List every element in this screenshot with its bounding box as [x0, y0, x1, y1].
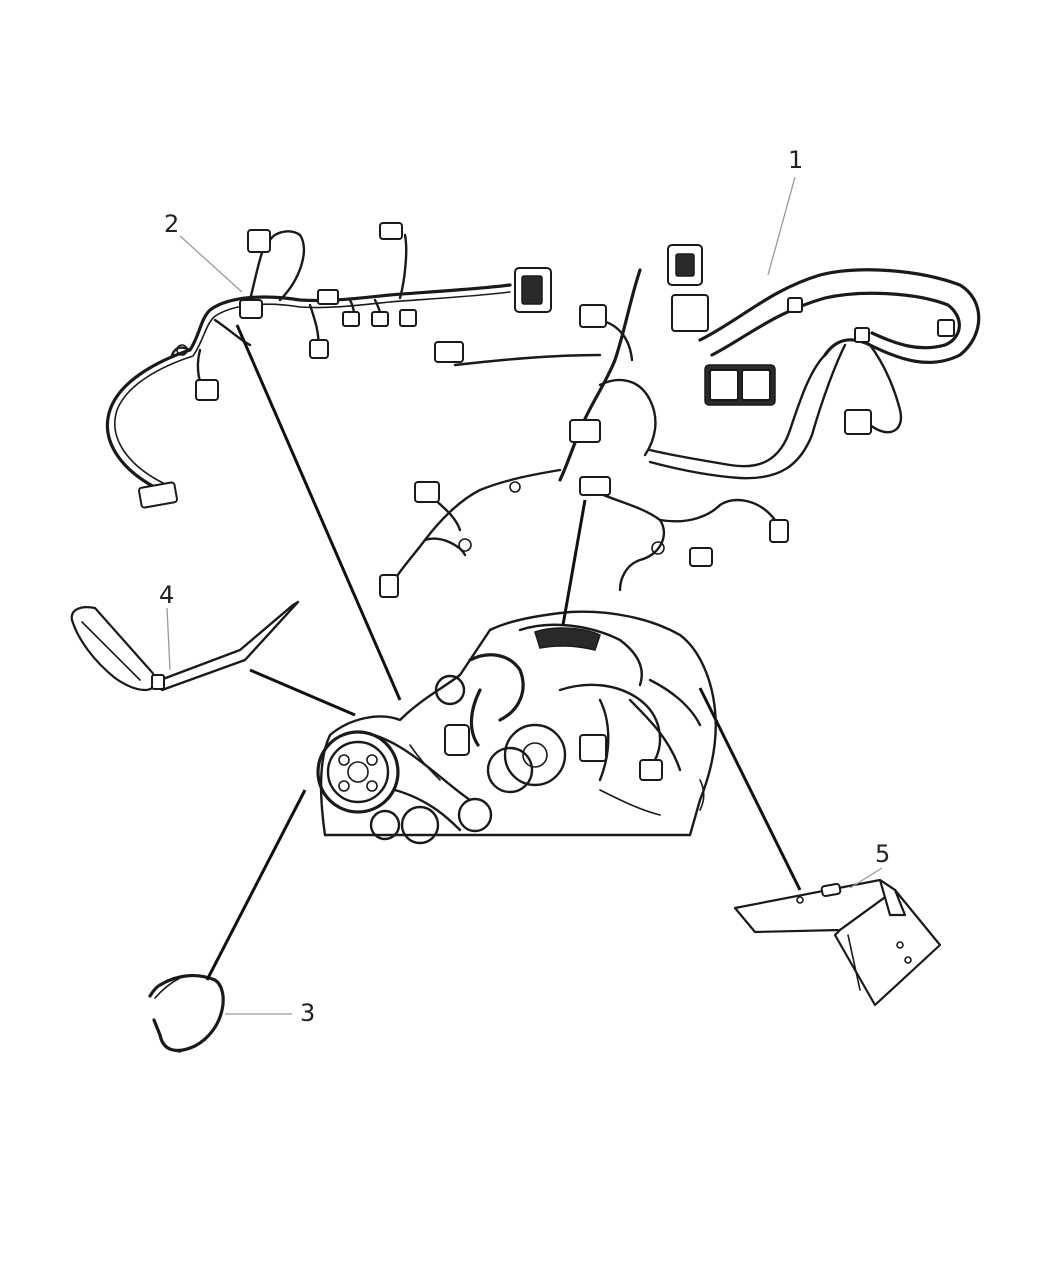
leader-lines	[166, 176, 883, 1015]
callout-1: 1	[788, 146, 804, 174]
engine-assembly-icon	[316, 610, 717, 845]
retaining-ring-icon[interactable]	[148, 974, 225, 1053]
engine-wiring-harness-icon[interactable]	[379, 244, 981, 598]
mounting-bracket-icon[interactable]	[733, 878, 942, 1007]
battery-strap-icon[interactable]	[70, 600, 300, 692]
left-wiring-harness-icon[interactable]	[105, 222, 552, 509]
callout-3: 3	[300, 999, 316, 1027]
callout-4: 4	[159, 581, 175, 609]
callout-5: 5	[875, 840, 891, 868]
callout-2: 2	[164, 210, 180, 238]
